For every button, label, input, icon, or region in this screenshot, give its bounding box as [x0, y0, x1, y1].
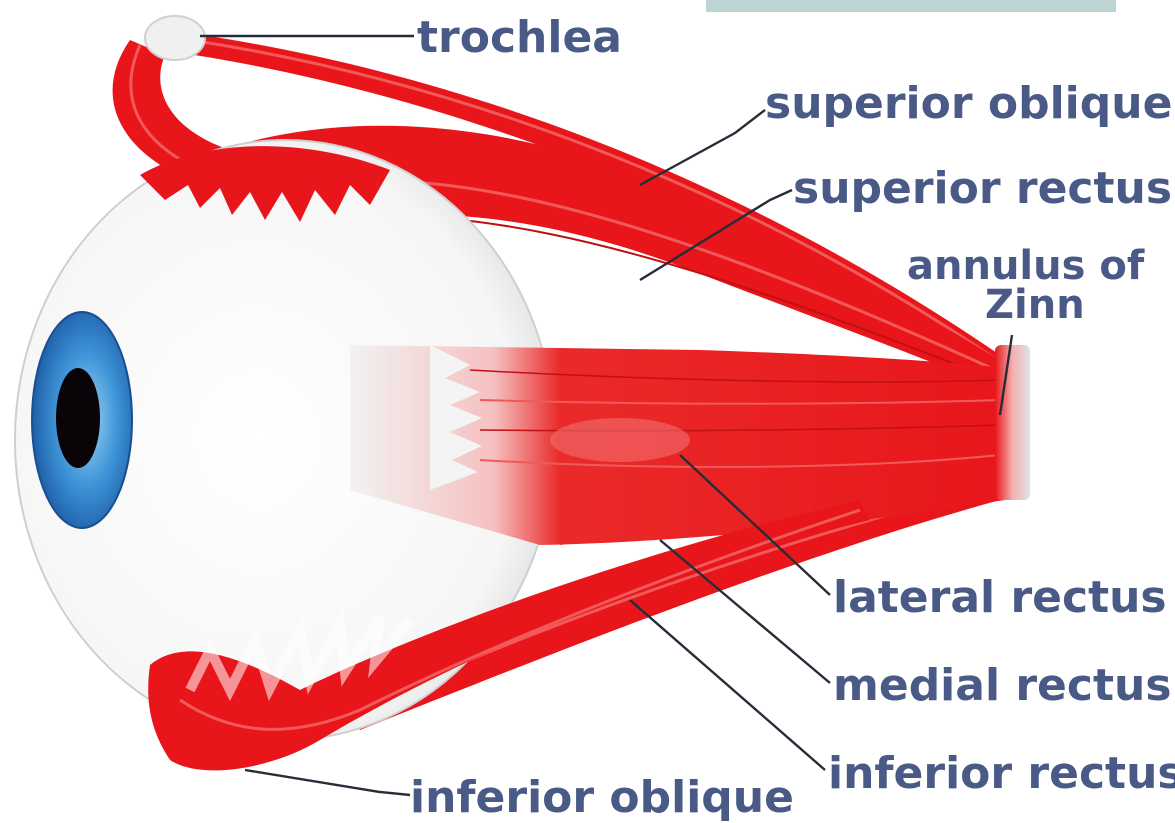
- label-superior-oblique: superior oblique: [765, 78, 1172, 129]
- trochlea-structure: [145, 16, 205, 60]
- label-superior-rectus: superior rectus: [793, 163, 1172, 214]
- label-inferior-rectus: inferior rectus: [828, 748, 1175, 799]
- label-trochlea: trochlea: [417, 12, 622, 63]
- label-medial-rectus: medial rectus: [833, 660, 1172, 711]
- label-lateral-rectus: lateral rectus: [833, 572, 1167, 623]
- top-bar-decoration: [706, 0, 1116, 12]
- leader-inferior-oblique: [245, 770, 410, 795]
- leader-superior-oblique: [640, 110, 765, 185]
- label-annulus-line2: Zinn: [985, 282, 1085, 328]
- leader-inferior-rectus: [630, 600, 825, 770]
- annulus-of-zinn-structure: [995, 345, 1030, 500]
- label-inferior-oblique: inferior oblique: [410, 772, 794, 823]
- pupil: [56, 368, 100, 468]
